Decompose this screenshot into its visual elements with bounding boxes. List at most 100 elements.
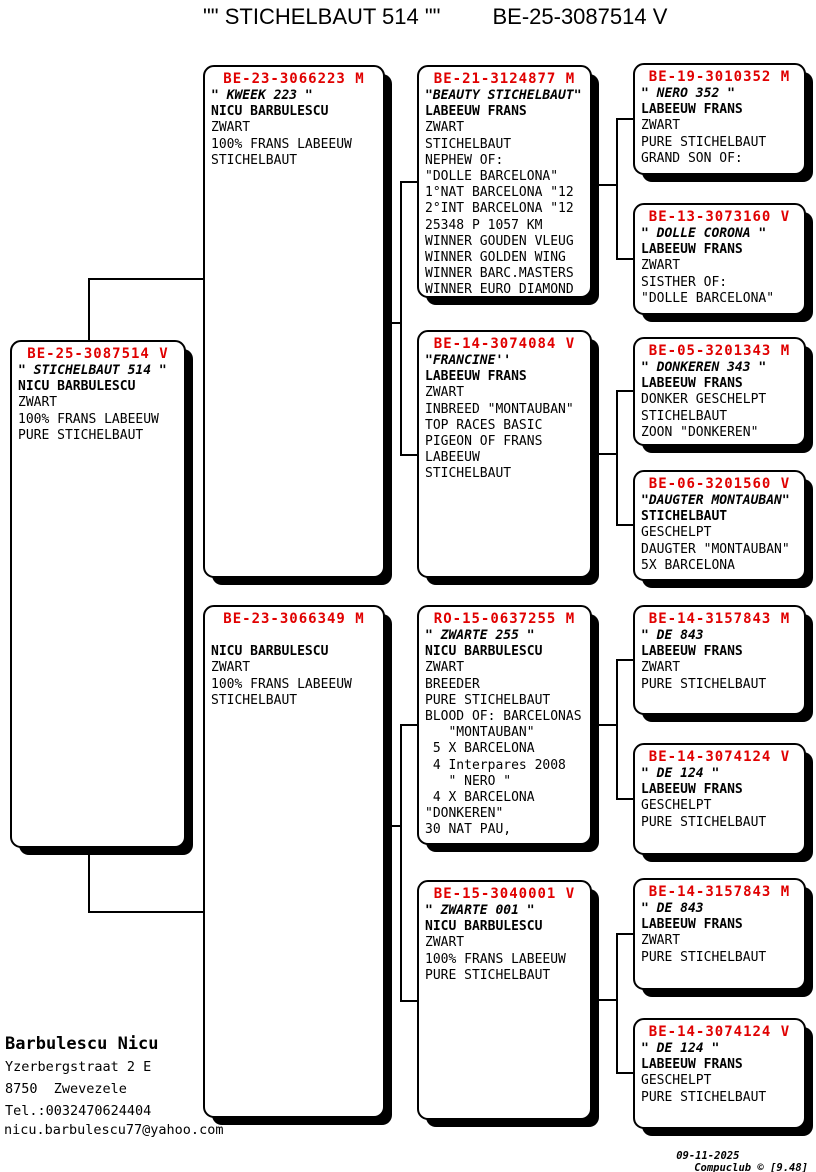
connector-line	[616, 933, 633, 935]
ring-number: BE-13-3073160 V	[648, 209, 791, 225]
pedigree-line: ZWART	[18, 395, 58, 411]
pigeon-name: " ZWARTE 255 "	[425, 628, 535, 643]
pedigree-line: LABEEUW FRANS	[641, 376, 743, 392]
pedigree-line: ZWART	[211, 660, 251, 676]
connector-line	[400, 724, 402, 1002]
connector-line	[400, 181, 402, 456]
pedigree-line: STICHELBAUT	[211, 152, 298, 168]
pedigree-line: GRAND SON OF:	[641, 150, 743, 166]
connector-line	[616, 390, 618, 526]
pigeon-name: "FRANCINE''	[425, 353, 512, 368]
connector-line	[592, 453, 618, 455]
pedigree-line: NICU BARBULESCU	[211, 104, 329, 120]
pedigree-line: ZWART	[641, 660, 681, 676]
pedigree-line: NICU BARBULESCU	[425, 919, 543, 935]
pedigree-line: WINNER GOUDEN VLEUG	[425, 233, 574, 249]
ring-number: BE-23-3066223 M	[223, 71, 365, 87]
pedigree-box-subject[interactable]: BE-25-3087514 V" STICHELBAUT 514 "NICU B…	[10, 340, 186, 848]
pedigree-line: PURE STICHELBAUT	[641, 1089, 767, 1105]
pedigree-line: ZWART	[425, 660, 465, 676]
pigeon-name: " NERO 352 "	[641, 86, 735, 101]
connector-line	[400, 454, 417, 456]
pedigree-line: 100% FRANS LABEEUW	[211, 136, 352, 152]
pigeon-name: " DE 124 "	[641, 1041, 720, 1056]
pedigree-line: "DOLLE BARCELONA"	[425, 169, 559, 185]
connector-line	[616, 524, 633, 526]
owner-name: Barbulescu Nicu	[5, 1034, 159, 1054]
connector-line	[616, 659, 618, 800]
pedigree-box-sire-sire[interactable]: BE-21-3124877 M"BEAUTY STICHELBAUT"LABEE…	[417, 65, 592, 298]
pedigree-line: ZWART	[425, 120, 465, 136]
connector-line	[616, 933, 618, 1074]
pedigree-line: LABEEUW FRANS	[425, 104, 527, 120]
pedigree-box-great-2[interactable]: BE-13-3073160 V" DOLLE CORONA "LABEEUW F…	[633, 203, 806, 315]
owner-address-line1: Yzerbergstraat 2 E	[5, 1059, 152, 1075]
pedigree-line: 1°NAT BARCELONA "12	[425, 185, 574, 201]
pedigree-line: LABEEUW FRANS	[641, 242, 743, 258]
connector-line	[88, 911, 205, 913]
pedigree-box-sire[interactable]: BE-23-3066223 M" KWEEK 223 "NICU BARBULE…	[203, 65, 385, 578]
connector-line	[592, 184, 618, 186]
pedigree-box-dam-sire[interactable]: RO-15-0637255 M" ZWARTE 255 "NICU BARBUL…	[417, 605, 592, 845]
pedigree-line: DONKER GESCHELPT	[641, 392, 767, 408]
pigeon-name: " DE 843	[641, 901, 704, 916]
pigeon-name: " DOLLE CORONA "	[641, 226, 767, 241]
owner-address-line2: 8750 Zwevezele	[5, 1081, 127, 1097]
pigeon-name: "BEAUTY STICHELBAUT"	[425, 88, 582, 103]
pedigree-line: PIGEON OF FRANS	[425, 434, 543, 450]
pedigree-line: NICU BARBULESCU	[18, 379, 136, 395]
owner-email: nicu.barbulescu77@yahoo.com	[4, 1122, 224, 1138]
connector-line	[88, 846, 90, 913]
pedigree-box-great-1[interactable]: BE-19-3010352 M" NERO 352 "LABEEUW FRANS…	[633, 63, 806, 175]
connector-line	[88, 278, 205, 280]
pedigree-box-great-4[interactable]: BE-06-3201560 V"DAUGTER MONTAUBAN"STICHE…	[633, 470, 806, 581]
pedigree-line: STICHELBAUT	[425, 466, 512, 482]
connector-line	[616, 118, 633, 120]
pedigree-line: NICU BARBULESCU	[425, 644, 543, 660]
pedigree-line: SISTHER OF:	[641, 274, 728, 290]
pedigree-line: ZWART	[641, 118, 681, 134]
ring-number: RO-15-0637255 M	[433, 611, 576, 627]
connector-line	[616, 1072, 633, 1074]
ring-number: BE-15-3040001 V	[433, 886, 576, 902]
pedigree-line: LABEEUW FRANS	[425, 369, 527, 385]
connector-line	[385, 322, 402, 324]
ring-number: BE-06-3201560 V	[648, 476, 791, 492]
pedigree-line: 4 Interpares 2008	[425, 757, 566, 773]
connector-line	[592, 999, 618, 1001]
pedigree-box-great-3[interactable]: BE-05-3201343 M" DONKEREN 343 "LABEEUW F…	[633, 337, 806, 446]
pedigree-line: GESCHELPT	[641, 798, 712, 814]
connector-line	[592, 724, 618, 726]
pedigree-line: TOP RACES BASIC	[425, 417, 543, 433]
pedigree-line: LABEEUW FRANS	[641, 644, 743, 660]
pedigree-line: 5X BARCELONA	[641, 557, 735, 573]
ring-number: BE-14-3074124 V	[648, 1024, 791, 1040]
pedigree-line: PURE STICHELBAUT	[425, 967, 551, 983]
pedigree-line: GESCHELPT	[641, 525, 712, 541]
connector-line	[400, 181, 417, 183]
pedigree-box-dam-dam[interactable]: BE-15-3040001 V" ZWARTE 001 "NICU BARBUL…	[417, 880, 592, 1120]
pedigree-line: 5 X BARCELONA	[425, 741, 535, 757]
pedigree-line: ZOON "DONKEREN"	[641, 424, 759, 440]
ring-number: BE-14-3074124 V	[648, 749, 791, 765]
pedigree-line: 100% FRANS LABEEUW	[211, 676, 352, 692]
pedigree-line: PURE STICHELBAUT	[641, 814, 767, 830]
pedigree-line: 100% FRANS LABEEUW	[425, 951, 566, 967]
footer: 09-11-2025 Compuclub © [9.48] Barbulescu…	[651, 1138, 808, 1172]
pedigree-line: DAUGTER "MONTAUBAN"	[641, 541, 790, 557]
connector-line	[616, 798, 633, 800]
connector-line	[400, 724, 417, 726]
connector-line	[616, 258, 633, 260]
ring-number: BE-23-3066349 M	[223, 611, 365, 627]
pedigree-line: LABEEUW FRANS	[641, 102, 743, 118]
footer-date: 09-11-2025	[676, 1150, 740, 1162]
pedigree-line: LABEEUW	[425, 450, 480, 466]
pedigree-line: LABEEUW FRANS	[641, 917, 743, 933]
connector-line	[616, 390, 633, 392]
